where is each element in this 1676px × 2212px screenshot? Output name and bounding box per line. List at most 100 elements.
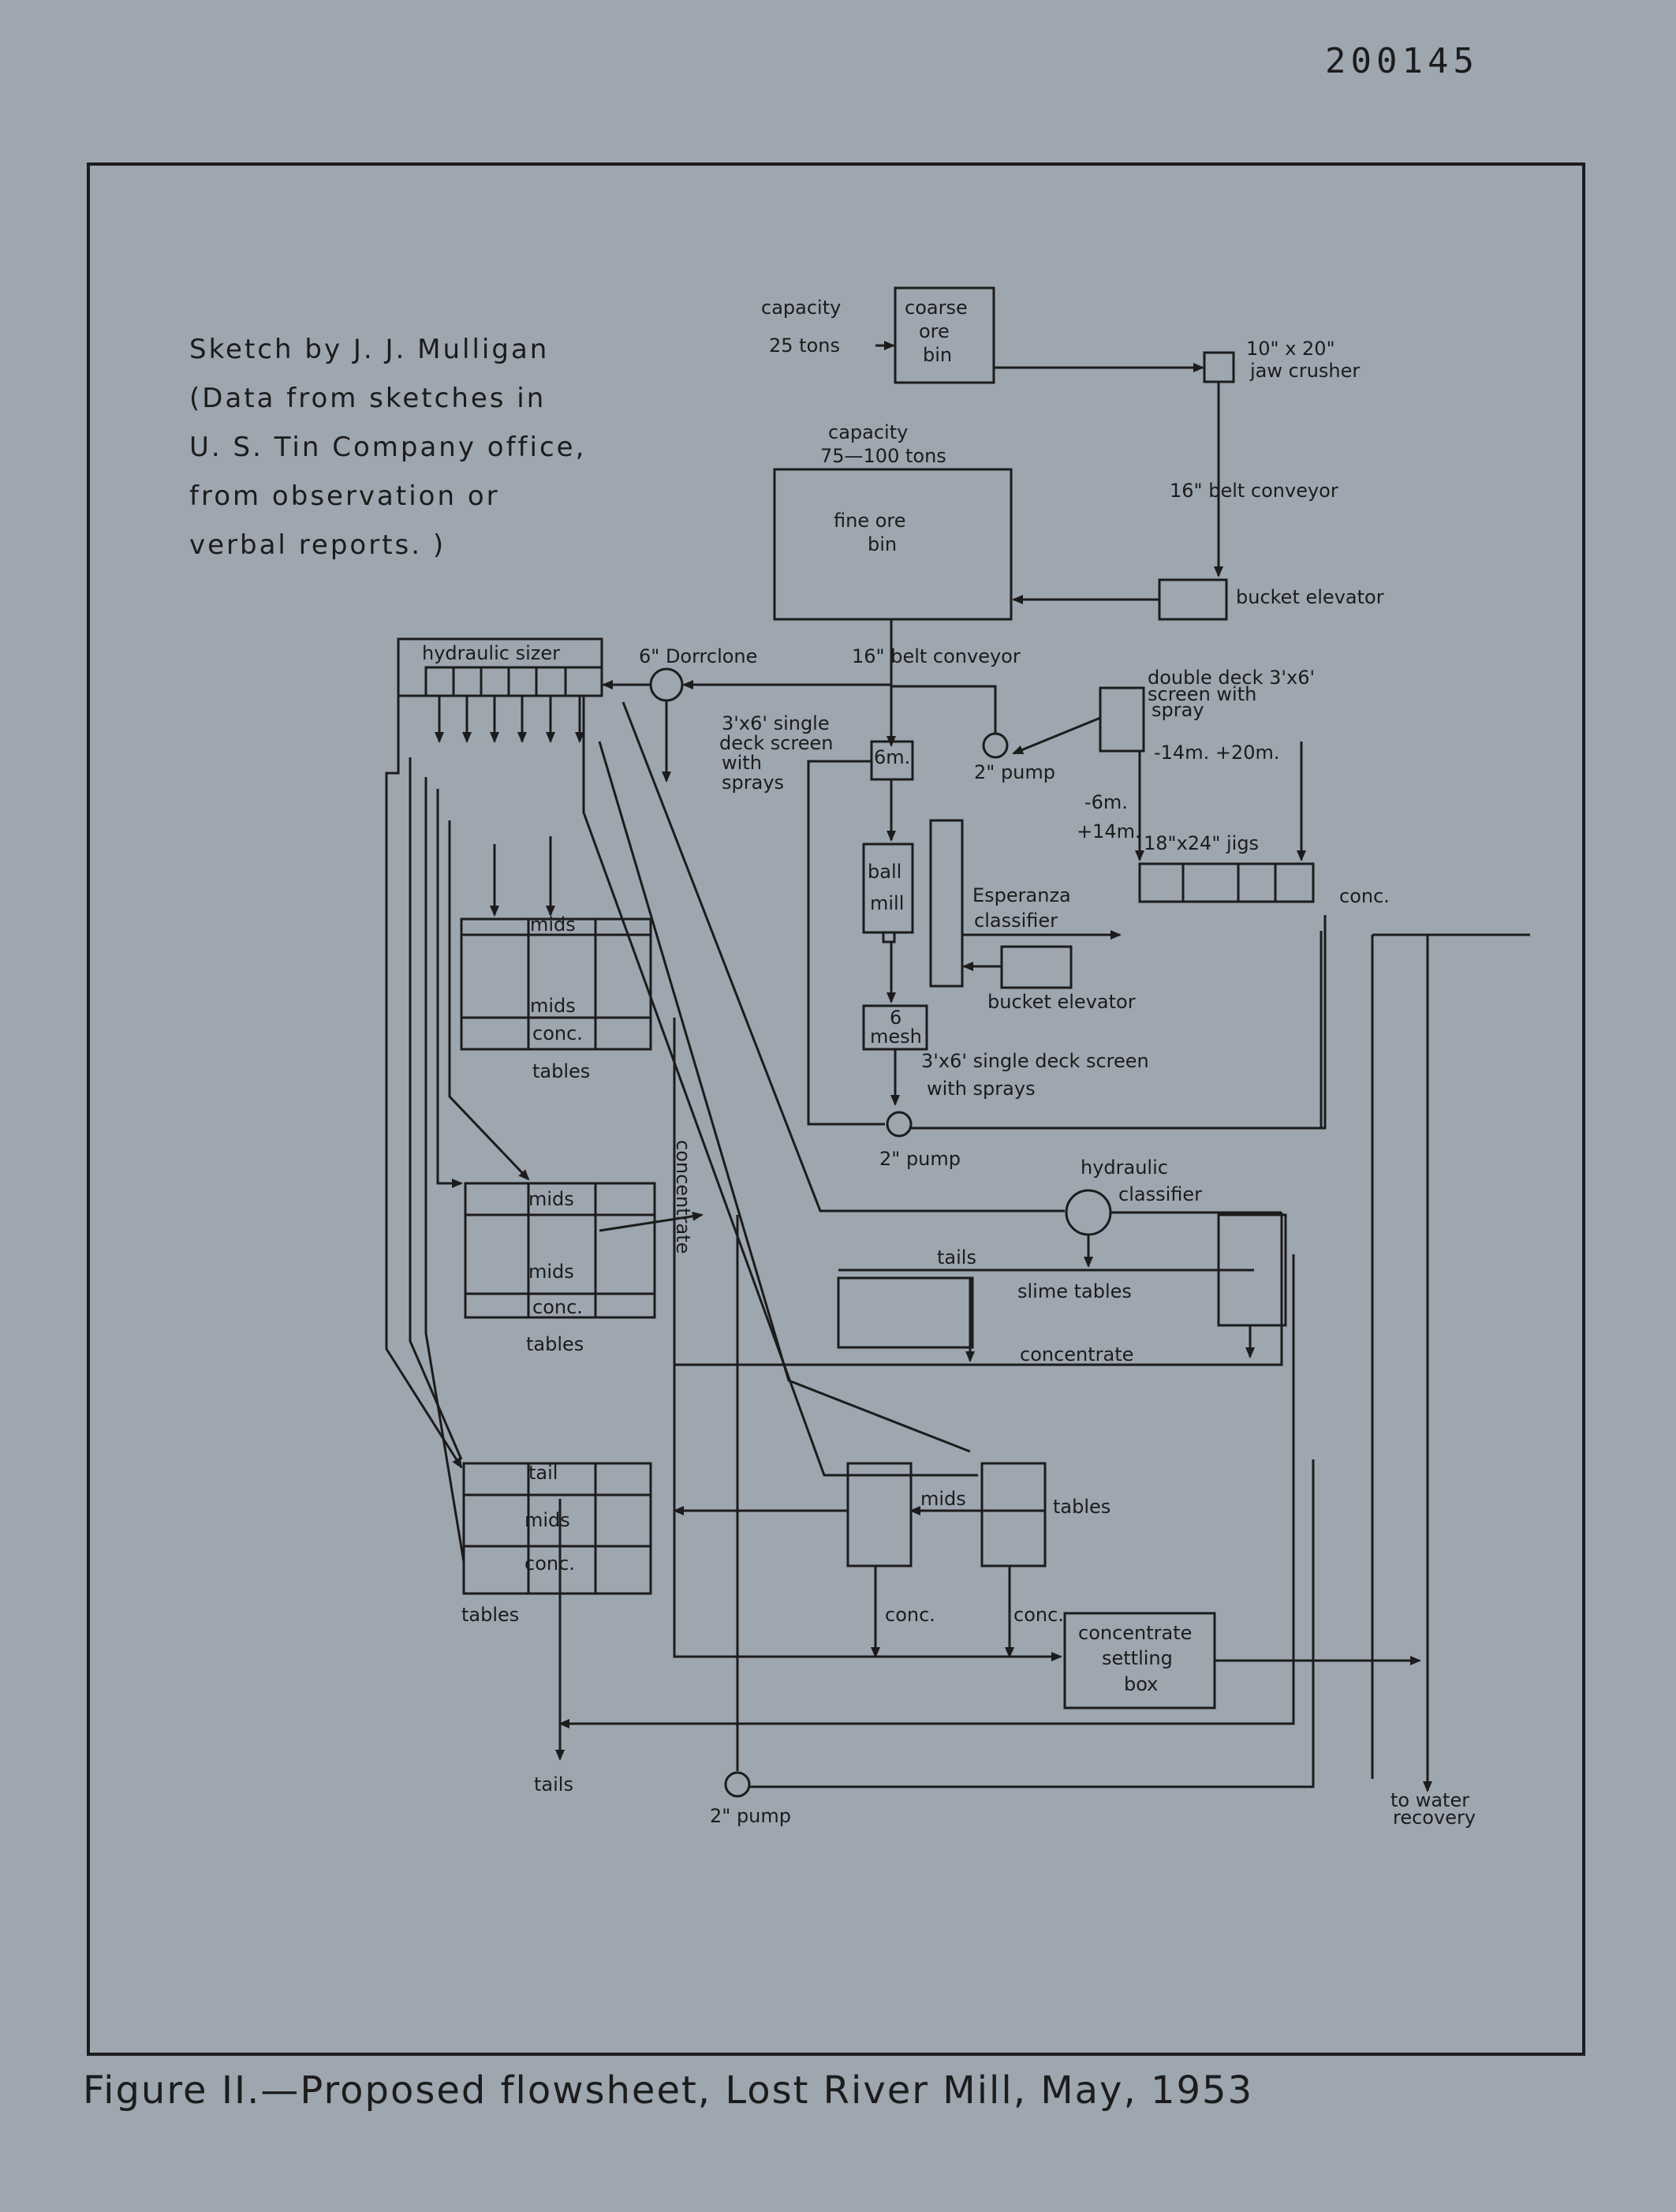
- label: concentrate: [672, 1140, 694, 1254]
- label: with: [722, 752, 762, 774]
- label: spray: [1152, 699, 1204, 721]
- label: ore: [919, 320, 950, 342]
- label: 16" belt conveyor: [852, 645, 1021, 667]
- label: bucket elevator: [987, 991, 1136, 1013]
- credit-line: verbal reports. ): [189, 529, 446, 561]
- dorrclone: [649, 667, 684, 702]
- tables-right-1: [846, 1462, 913, 1567]
- label: double deck 3'x6': [1148, 667, 1315, 689]
- tables-right-2: [980, 1462, 1047, 1567]
- label: mids: [528, 1188, 574, 1210]
- label: with sprays: [927, 1078, 1036, 1100]
- label: fine ore: [834, 510, 906, 532]
- label: box: [1124, 1673, 1158, 1695]
- label: tables: [532, 1060, 590, 1082]
- label: -6m.: [1084, 791, 1128, 813]
- fine-ore-bin: [773, 468, 1013, 621]
- credit-note: Sketch by J. J. Mulligan (Data from sket…: [189, 325, 586, 570]
- label: Esperanza: [972, 884, 1071, 906]
- label: to water: [1390, 1789, 1469, 1811]
- label: 75—100 tons: [820, 445, 946, 467]
- label: conc.: [532, 1022, 583, 1044]
- label: 6: [890, 1007, 901, 1029]
- label: hydraulic: [1081, 1156, 1168, 1179]
- tables-group-1: [460, 917, 652, 1051]
- page-number: 200145: [1325, 41, 1479, 81]
- credit-line: (Data from sketches in: [189, 383, 547, 414]
- label: tails: [937, 1246, 976, 1269]
- label: classifier: [974, 910, 1058, 932]
- label: conc.: [1339, 885, 1390, 907]
- pump-top: [982, 732, 1009, 759]
- label: 2" pump: [974, 761, 1055, 783]
- label: mids: [530, 914, 576, 936]
- pump-bottom: [724, 1771, 751, 1798]
- label: 16" belt conveyor: [1170, 480, 1338, 502]
- label: concentrate: [1020, 1343, 1133, 1366]
- label: 6" Dorrclone: [639, 645, 757, 667]
- label: conc.: [1013, 1604, 1064, 1626]
- label: bin: [868, 533, 897, 555]
- label: ball: [868, 861, 901, 883]
- esperanza-classifier: [929, 819, 964, 988]
- label: mids: [920, 1488, 966, 1510]
- label: +14m.: [1077, 820, 1141, 843]
- label: tails: [534, 1773, 573, 1795]
- pump-mid: [886, 1111, 913, 1138]
- label: tables: [461, 1604, 519, 1626]
- label: concentrate: [1078, 1622, 1192, 1644]
- label: 6m.: [874, 746, 910, 768]
- label: settling: [1102, 1647, 1173, 1669]
- label: tables: [1053, 1496, 1110, 1518]
- label: tail: [528, 1462, 558, 1484]
- bucket-elevator-mid: [1000, 945, 1073, 989]
- label: mesh: [870, 1026, 922, 1048]
- label: -14m. +20m.: [1154, 742, 1280, 764]
- jigs: [1138, 862, 1315, 903]
- label: bucket elevator: [1236, 586, 1384, 608]
- label: deck screen: [719, 732, 834, 754]
- label: conc.: [532, 1296, 583, 1318]
- label: slime tables: [1017, 1280, 1132, 1302]
- label: tables: [526, 1333, 584, 1355]
- bucket-elevator-top: [1158, 578, 1228, 621]
- tables-group-2: [464, 1182, 656, 1319]
- label: bin: [923, 344, 952, 366]
- credit-line: U. S. Tin Company office,: [189, 432, 587, 463]
- double-deck-screen: [1099, 686, 1145, 753]
- label: 3'x6' single: [722, 712, 830, 734]
- label: screen with: [1148, 683, 1256, 705]
- label: sprays: [722, 772, 784, 794]
- label: mids: [530, 995, 576, 1017]
- label: mids: [524, 1509, 570, 1531]
- label: 10" x 20": [1246, 338, 1335, 360]
- label: classifier: [1118, 1183, 1202, 1205]
- label: capacity: [828, 421, 908, 443]
- label: recovery: [1393, 1807, 1476, 1829]
- label: mill: [870, 892, 904, 914]
- label: conc.: [885, 1604, 935, 1626]
- label: capacity: [761, 297, 841, 319]
- label: 25 tons: [769, 334, 840, 357]
- drawing-frame: [87, 163, 1585, 2056]
- figure-caption: Figure II.—Proposed flowsheet, Lost Rive…: [83, 2068, 1254, 2113]
- hydraulic-classifier: [1065, 1189, 1112, 1236]
- tables-group-3: [462, 1462, 652, 1595]
- label: coarse: [905, 297, 968, 319]
- coarse-ore-bin: [894, 286, 995, 384]
- label: jaw crusher: [1249, 360, 1360, 382]
- label: mids: [528, 1261, 574, 1283]
- label: 2" pump: [879, 1148, 961, 1170]
- credit-line: Sketch by J. J. Mulligan: [189, 334, 550, 365]
- label: conc.: [524, 1553, 575, 1575]
- label: 2" pump: [710, 1805, 791, 1827]
- label: 3'x6' single deck screen: [921, 1050, 1149, 1072]
- label: hydraulic sizer: [422, 642, 560, 664]
- slime-tables: [837, 1276, 974, 1349]
- label: 18"x24" jigs: [1144, 832, 1259, 854]
- credit-line: from observation or: [189, 480, 500, 512]
- ball-mill: [862, 843, 914, 934]
- jaw-crusher: [1203, 351, 1235, 383]
